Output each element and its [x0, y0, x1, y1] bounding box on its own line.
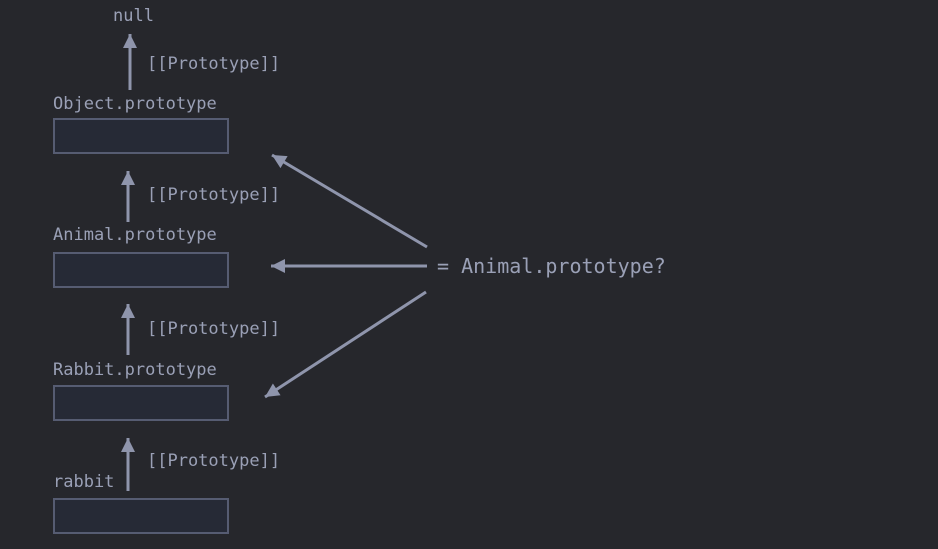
- prototype-link-label-object: [[Prototype]]: [147, 54, 281, 74]
- rabbit-prototype-label: Rabbit.prototype: [53, 360, 217, 380]
- null-label: null: [113, 6, 154, 26]
- prototype-link-label-rabbit: [[Prototype]]: [147, 451, 281, 471]
- prototype-link-label-animal: [[Prototype]]: [147, 185, 281, 205]
- question-label: = Animal.prototype?: [437, 254, 666, 278]
- animal-prototype-box: [53, 252, 229, 288]
- question-arrow-to-rabbit-prototype-icon: [264, 290, 427, 399]
- animal-prototype-label: Animal.prototype: [53, 225, 217, 245]
- question-arrow-to-object-prototype-icon: [271, 153, 428, 249]
- object-prototype-box: [53, 118, 229, 154]
- rabbit-label: rabbit: [53, 472, 115, 492]
- rabbit-box: [53, 498, 229, 534]
- prototype-link-label-rabbitproto: [[Prototype]]: [147, 319, 281, 339]
- rabbit-prototype-box: [53, 385, 229, 421]
- object-prototype-label: Object.prototype: [53, 94, 217, 114]
